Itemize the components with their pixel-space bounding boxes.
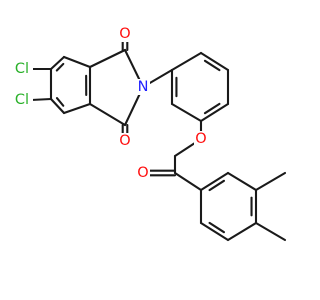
bond-CK-D1	[173, 171, 203, 192]
atom-o-imide-bottom: O	[118, 133, 132, 149]
molecule-diagram: Cl Cl O O N O O	[11, 26, 287, 242]
bond-A3-A4-inner	[55, 97, 65, 107]
bond-D3-M1	[254, 171, 287, 192]
atom-cl-bottom: Cl	[11, 92, 33, 109]
bond-D5-D6	[199, 221, 230, 242]
bond-D4-D5	[226, 221, 258, 242]
atom-o-imide-top: O	[118, 26, 132, 42]
bond-D4-M2	[254, 221, 287, 242]
o-imide-bottom-label: O	[119, 133, 130, 149]
o-ketone-label: O	[137, 165, 148, 181]
atom-n-imide: N	[136, 79, 150, 95]
o-imide-top-label: O	[119, 26, 130, 42]
atom-o-ether: O	[194, 131, 208, 147]
cl-top-label: Cl	[15, 61, 29, 77]
bond-A3-CLB	[29, 97, 53, 102]
bond-A1-A2-inner	[55, 62, 65, 72]
bond-A4-A5	[62, 102, 92, 115]
bond-B2-B3	[170, 102, 203, 123]
bond-B6-B1	[170, 51, 203, 72]
n-imide-label: N	[138, 79, 149, 95]
bond-D2-D3	[226, 171, 258, 192]
cl-bottom-label: Cl	[15, 92, 29, 108]
bond-B5-B6	[199, 51, 230, 72]
o-ether-label: O	[195, 131, 206, 147]
bond-D5-D6-inner	[208, 221, 226, 234]
bond-A6-A1	[62, 55, 92, 69]
bond-B3-B4	[199, 102, 230, 123]
atom-cl-top: Cl	[11, 60, 33, 77]
bond-C2-A5	[88, 102, 127, 127]
bond-layer	[29, 32, 287, 242]
bond-D1-D2-inner	[208, 179, 226, 192]
atom-o-ketone: O	[136, 165, 150, 181]
bond-D1-D2	[199, 171, 230, 192]
bond-A1-A2	[49, 55, 66, 71]
bond-B5-B6-inner	[203, 59, 221, 72]
bond-B3-B4-inner	[203, 102, 221, 115]
bond-A3-A4	[49, 97, 66, 115]
bond-A6-C1	[88, 48, 127, 69]
atom-label-layer: Cl Cl O O N O O	[11, 26, 208, 181]
